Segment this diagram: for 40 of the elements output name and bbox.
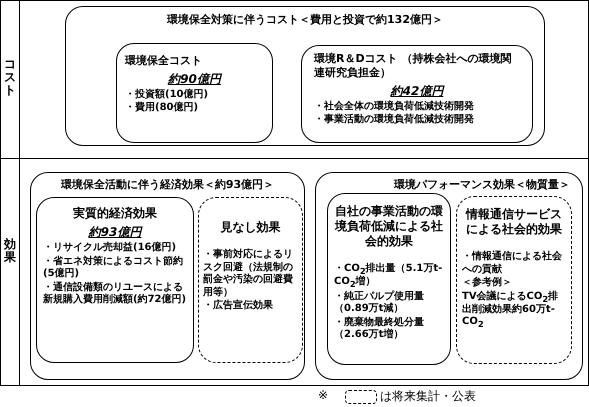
box-heading: 実質的経済効果 — [72, 206, 158, 221]
list-item: ・社会全体の環境負荷低減技術開発 — [314, 100, 475, 113]
rounded-box — [30, 172, 305, 380]
legend-text: は将来集計・公表 — [380, 388, 476, 405]
list-item: ・省エネ対策によるコスト節約(5億円) — [43, 256, 184, 280]
box-heading: 情報通信サービスによる社会的効果 — [464, 207, 563, 237]
row-header: 効果 — [4, 238, 16, 264]
box-heading: 環境保全コスト — [125, 54, 203, 68]
box-heading: 自社の事業活動の環境負荷低減による社会的効果 — [334, 204, 444, 249]
list-item: ・投資額(10億円) — [125, 88, 210, 102]
list-item: ＜参考例＞ — [462, 277, 513, 290]
list-item: ・費用(80億円) — [125, 102, 200, 115]
box-heading: 環境パフォーマンス効果＜物質量＞ — [392, 178, 570, 192]
list-item: ・CO$_{2}$排出量（5.1万t-CO$_{2}$増） — [334, 263, 444, 290]
box-heading: 環境保全活動に伴う経済効果＜約93億円＞ — [60, 178, 276, 192]
box-heading: 環境保全対策に伴うコスト＜費用と投資で約132億円＞ — [166, 13, 444, 27]
row-header: コスト — [4, 58, 16, 98]
list-item: ・広告宣伝効果 — [203, 300, 274, 312]
amount-text: 約90億円 — [166, 72, 224, 87]
dashed-rounded-box — [198, 197, 303, 363]
list-item: ・純正パルプ使用量（0.89万t減） — [334, 290, 425, 316]
rounded-box — [65, 6, 545, 146]
list-item: TV会議によるCO$_{2}$排出削減効果約60万t-CO$_{2}$ — [462, 290, 560, 330]
footnote-mark: ※ — [318, 388, 328, 403]
list-item: ・通信設備類のリユースによる新規購入費用削減額(約72億円) — [43, 282, 187, 306]
dashed-rounded-box — [456, 196, 572, 364]
box-heading: 見なし効果 — [220, 220, 282, 235]
amount-text: 約93億円 — [87, 225, 144, 240]
list-item: ・事前対応によるリスク回避（法規制の罰金や汚染の回避費用等） — [203, 249, 294, 299]
rounded-box — [36, 197, 194, 363]
list-item: ・事業活動の環境負荷低減技術開発 — [314, 114, 475, 126]
list-item: ・廃棄物最終処分量（2.66万t増） — [334, 316, 425, 342]
rounded-box — [327, 193, 451, 365]
rounded-box — [315, 172, 583, 380]
rounded-box — [301, 45, 533, 143]
rounded-box — [116, 43, 273, 143]
list-item: ・情報通信による社会への貢献 — [462, 251, 563, 276]
list-item: ・リサイクル売却益(16億円) — [43, 242, 178, 254]
box-heading: 環境R＆Dコスト （持株会社への環境関連研究負担金） — [314, 52, 512, 80]
amount-text: 約42億円 — [389, 84, 446, 98]
